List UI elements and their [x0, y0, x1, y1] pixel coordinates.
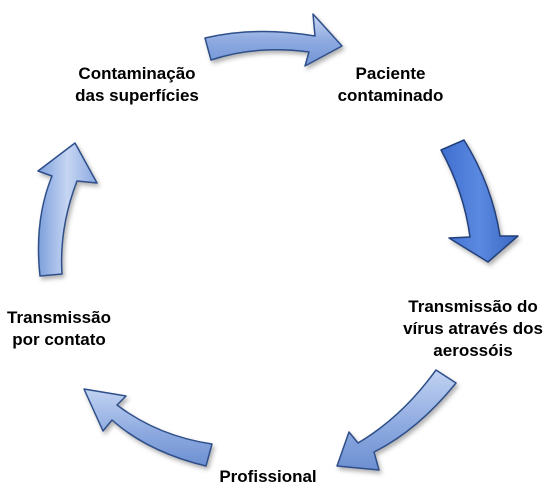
node-profissional: Profissional [198, 466, 338, 488]
node-transmissao-aerossois: Transmissão do vírus através dos aerossó… [392, 296, 554, 362]
node-line: Profissional [219, 467, 317, 486]
arrow-left [37, 142, 98, 277]
node-contaminacao-superficies: Contaminação das superfícies [62, 63, 212, 107]
node-line: contaminado [337, 86, 444, 105]
node-line: das superfícies [75, 86, 199, 105]
node-line: vírus através dos [403, 319, 543, 338]
node-line: aerossóis [433, 341, 513, 360]
arrow-top [204, 13, 343, 67]
node-line: por contato [12, 330, 106, 349]
arrow-lower-right [336, 369, 457, 471]
node-transmissao-contato: Transmissão por contato [0, 307, 118, 351]
node-line: Transmissão [7, 308, 111, 327]
arrow-lower-left [83, 388, 213, 467]
arrow-right [440, 139, 519, 263]
node-line: Paciente [355, 64, 426, 83]
node-paciente-contaminado: Paciente contaminado [318, 63, 463, 107]
node-line: Contaminação [78, 64, 196, 83]
node-line: Transmissão do [408, 297, 538, 316]
